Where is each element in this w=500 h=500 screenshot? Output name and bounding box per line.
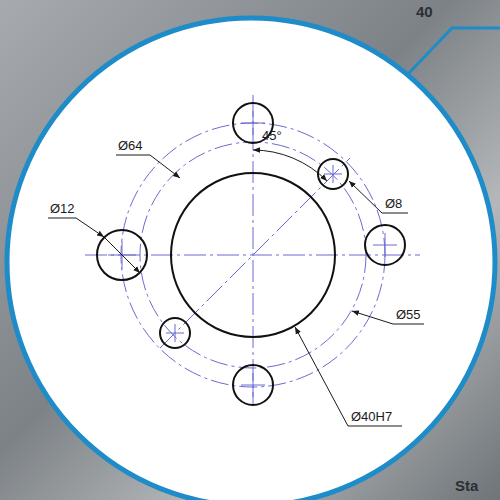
page-text: Sta bbox=[455, 478, 478, 493]
center-lines bbox=[85, 95, 420, 405]
dimension-label: Ø40H7 bbox=[351, 409, 392, 424]
detail-frame bbox=[7, 18, 495, 500]
dimension-label: Ø8 bbox=[385, 196, 402, 211]
bore bbox=[171, 173, 335, 337]
dimension-leaders bbox=[48, 150, 424, 426]
angle-label: 45° bbox=[262, 128, 282, 143]
dimension-label: Ø55 bbox=[396, 307, 421, 322]
holes bbox=[97, 103, 405, 405]
dimension-label: Ø12 bbox=[50, 201, 75, 216]
dimension-label: Ø64 bbox=[118, 138, 143, 153]
callout-leader bbox=[408, 28, 500, 74]
callout-number: 40 bbox=[416, 4, 433, 19]
